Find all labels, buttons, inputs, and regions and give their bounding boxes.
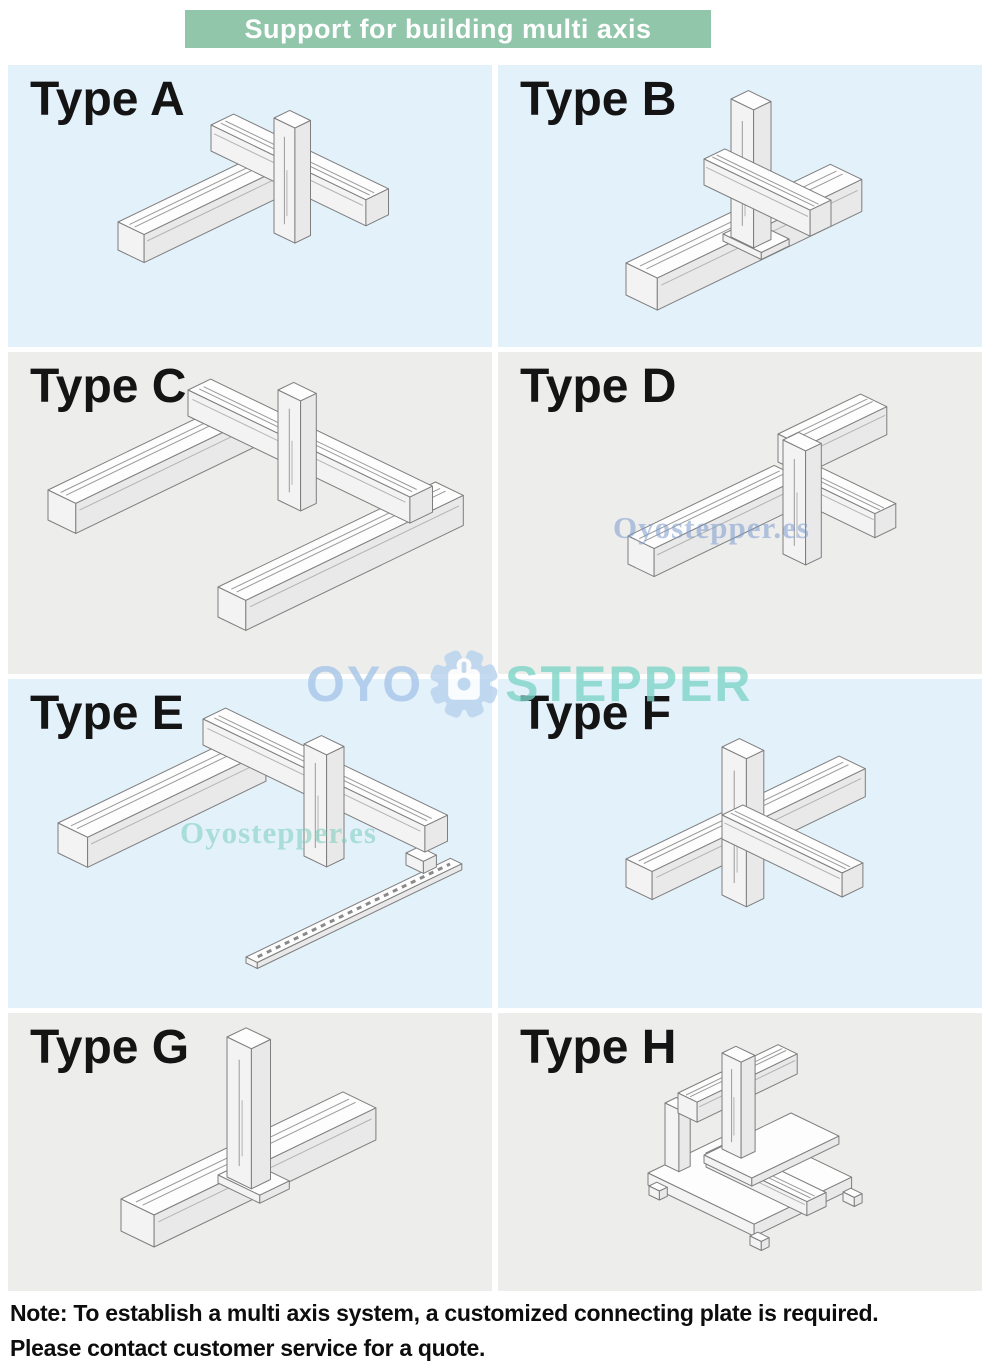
panel-label-type-b: Type B	[520, 73, 677, 126]
panel-label-type-a: Type A	[30, 73, 185, 126]
panel-label-type-e: Type E	[30, 687, 184, 740]
type-c-isometric-drawing	[47, 378, 464, 631]
type-g-isometric-drawing	[120, 1027, 377, 1248]
panel-label-type-g: Type G	[30, 1021, 190, 1074]
logo-text-stepper: STEPPER	[505, 656, 753, 712]
watermark-oyostepper-e: Oyostepper.es	[180, 815, 377, 850]
note-line-1: Note: To establish a multi axis system, …	[10, 1300, 879, 1326]
type-d-isometric-drawing	[627, 393, 897, 578]
oyostepper-logo-watermark: OYO STEPPER	[306, 646, 753, 722]
panel-type-a: Type A	[8, 65, 492, 347]
panel-type-g: Type G	[8, 1013, 492, 1291]
type-f-isometric-drawing	[625, 738, 866, 908]
banner-text: Support for building multi axis	[244, 13, 652, 44]
type-e-isometric-drawing	[57, 707, 463, 969]
panel-type-c: Type C	[8, 352, 492, 674]
type-b-isometric-drawing	[625, 90, 863, 311]
panel-label-type-c: Type C	[30, 360, 187, 413]
note: Note: To establish a multi axis system, …	[10, 1296, 980, 1366]
type-h-isometric-drawing	[647, 1044, 863, 1251]
panel-type-h: Type H	[498, 1013, 982, 1291]
panel-type-d: Oyostepper.es Type D	[498, 352, 982, 674]
panel-type-e: Oyostepper.es Type E	[8, 679, 492, 1008]
gear-motor-icon	[425, 645, 503, 723]
panel-label-type-h: Type H	[520, 1021, 677, 1074]
watermark-oyostepper-d: Oyostepper.es	[613, 510, 810, 545]
panel-type-f: Type F	[498, 679, 982, 1008]
banner: Support for building multi axis	[185, 10, 711, 48]
panel-grid: Type A Type B Type C Oyostepper.es Type …	[8, 65, 982, 1291]
panel-label-type-d: Type D	[520, 360, 677, 413]
panel-type-b: Type B	[498, 65, 982, 347]
type-a-isometric-drawing	[117, 109, 389, 264]
logo-text-oyo: OYO	[306, 656, 424, 712]
note-line-2: Please contact customer service for a qu…	[10, 1335, 486, 1361]
panel-label-type-f: Type F	[520, 687, 672, 740]
